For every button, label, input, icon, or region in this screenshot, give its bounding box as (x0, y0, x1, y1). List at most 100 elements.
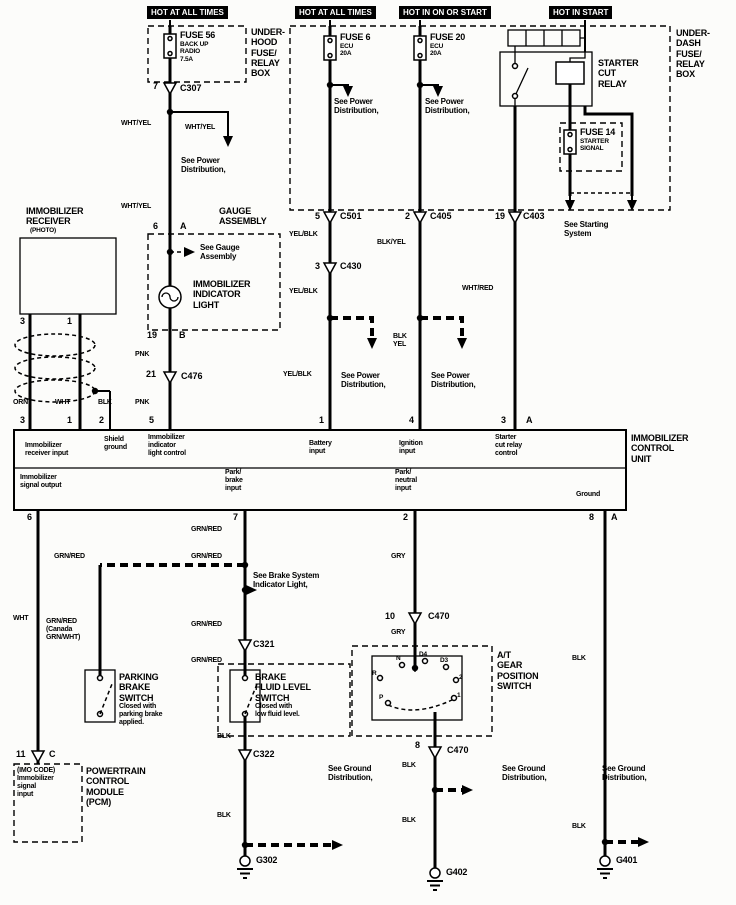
pin-2-bottom: 2 (403, 512, 409, 522)
pin-7-bottom: 7 (233, 512, 239, 522)
pin-7: 7 (153, 81, 159, 91)
fuse-symbols (163, 33, 577, 155)
immobilizer-control-unit-label: IMMOBILIZER CONTROL UNIT (631, 433, 689, 464)
fuse-20-label: FUSE 20 (430, 32, 466, 42)
pin-2: 2 (99, 415, 105, 425)
note-see-brake-indicator: See Brake System Indicator Light, (253, 571, 320, 590)
connector-c322: C322 (253, 749, 275, 759)
branch-arrows (100, 84, 649, 850)
gear-1: 1 (457, 692, 461, 699)
header-hot-in-on-or-start: HOT IN ON OR START (399, 6, 491, 19)
header-hot-at-all-times-1: HOT AT ALL TIMES (147, 6, 228, 19)
parking-brake-switch-symbol (84, 669, 116, 723)
solid-boxes (13, 51, 627, 721)
ground-symbols (237, 855, 613, 891)
wire-label-pnk: PNK (135, 351, 150, 358)
pin-8-bottom: 8 (589, 512, 595, 522)
wire-label-blk-yel-stacked: BLK YEL (393, 333, 407, 349)
wire-label-blk: BLK (572, 823, 586, 830)
pin-a-starter: A (526, 415, 533, 425)
fuse-56-detail: BACK UP RADIO 7.5A (180, 41, 209, 63)
gear-d3: D3 (440, 657, 448, 664)
immobilizer-indicator-light-label: IMMOBILIZER INDICATOR LIGHT (193, 279, 251, 310)
at-gear-position-switch-label: A/T GEAR POSITION SWITCH (497, 650, 539, 692)
wire-label-blk: BLK (98, 399, 112, 406)
wire-label-yel-blk: YEL/BLK (283, 371, 312, 378)
connector-c501: C501 (340, 211, 362, 221)
ground-g402-label: G402 (446, 867, 468, 877)
note-see-power-2: See Power Distribution, (334, 97, 379, 116)
wire-label-blk: BLK (402, 817, 416, 824)
connector-symbols (30, 82, 523, 764)
gear-2: 2 (459, 674, 463, 681)
pin-11: 11 (16, 749, 26, 759)
cu-ground-label: Ground (576, 491, 601, 498)
note-see-ground-2: See Ground Distribution, (502, 764, 547, 783)
connector-c307: C307 (180, 83, 202, 93)
gauge-assembly-label: GAUGE ASSEMBLY (219, 206, 267, 227)
wire-label-blk-yel: BLK/YEL (377, 239, 406, 246)
cu-park-brake-label: Park/ brake input (225, 469, 243, 493)
ground-g302-label: G302 (256, 855, 278, 865)
cu-shield-ground-label: Shield ground (104, 436, 127, 452)
wire-label-grn-red: GRN/RED (191, 526, 222, 533)
pin-3: 3 (20, 316, 26, 326)
pin-a: A (180, 221, 187, 231)
fuse-20-detail: ECU 20A (430, 43, 444, 58)
ground-g401-label: G401 (616, 855, 638, 865)
wire-label-grn-red: GRN/RED (54, 553, 85, 560)
wire-label-grn-red: GRN/RED (191, 553, 222, 560)
note-see-power-1: See Power Distribution, (181, 156, 226, 175)
receiver-coil-symbol (14, 333, 96, 403)
cu-signal-output-label: Immobilizer signal output (20, 474, 62, 490)
underhood-fuse-box-label: UNDER- HOOD FUSE/ RELAY BOX (251, 27, 285, 79)
wire-label-wht-yel: WHT/YEL (121, 120, 152, 127)
junction-dots (91, 81, 609, 849)
cu-ignition-input-label: Ignition input (399, 440, 423, 456)
cu-indicator-control-label: Immobilizer indicator light control (148, 434, 186, 458)
pin-2-c405: 2 (405, 211, 411, 221)
pin-5: 5 (149, 415, 155, 425)
fuse-14-label: FUSE 14 (580, 127, 616, 137)
note-see-ground-1: See Ground Distribution, (328, 764, 373, 783)
pin-a-bottom: A (611, 512, 618, 522)
pin-c: C (49, 749, 56, 759)
connector-c470-lower: C470 (447, 745, 469, 755)
fuse-56-label: FUSE 56 (180, 30, 216, 40)
wire-label-yel-blk: YEL/BLK (289, 231, 318, 238)
indicator-light-symbol (158, 285, 182, 309)
cu-starter-cut-label: Starter cut relay control (495, 434, 522, 458)
pin-3: 3 (20, 415, 26, 425)
wire-label-blk: BLK (217, 812, 231, 819)
note-see-power-3: See Power Distribution, (425, 97, 470, 116)
pin-1: 1 (67, 316, 73, 326)
brake-fluid-switch-label: BRAKE FLUID LEVEL SWITCH (255, 672, 311, 703)
pin-1: 1 (67, 415, 73, 425)
imo-code-label: (IMO CODE) Immobilizer signal input (17, 767, 56, 799)
pin-6-bottom: 6 (27, 512, 33, 522)
immobilizer-receiver-sub-label: (PHOTO) (30, 227, 56, 234)
note-see-ground-3: See Ground Distribution, (602, 764, 647, 783)
header-hot-at-all-times-2: HOT AT ALL TIMES (295, 6, 376, 19)
wire-label-wht-yel: WHT/YEL (121, 203, 152, 210)
pin-19: 19 (147, 330, 158, 340)
wire-label-blk: BLK (402, 762, 416, 769)
connector-c430: C430 (340, 261, 362, 271)
wire-label-orn: ORN (13, 399, 28, 406)
cu-receiver-input-label: Immobilizer receiver input (25, 442, 69, 458)
fuse-6-label: FUSE 6 (340, 32, 371, 42)
pin-3-c430: 3 (315, 261, 321, 271)
wire-label-blk: BLK (572, 655, 586, 662)
wire-label-grn-red-canada: GRN/RED (Canada GRN/WHT) (46, 618, 81, 642)
fuse-6-detail: ECU 20A (340, 43, 354, 58)
header-stems (169, 20, 586, 52)
pin-10: 10 (385, 611, 396, 621)
pin-b: B (179, 330, 186, 340)
wire-label-blk: BLK (217, 733, 231, 740)
pin-6: 6 (153, 221, 159, 231)
note-see-gauge-assembly: See Gauge Assembly (200, 243, 240, 262)
pin-8-c470: 8 (415, 740, 421, 750)
wire-label-grn-red: GRN/RED (191, 657, 222, 664)
wire-label-yel-blk: YEL/BLK (289, 288, 318, 295)
